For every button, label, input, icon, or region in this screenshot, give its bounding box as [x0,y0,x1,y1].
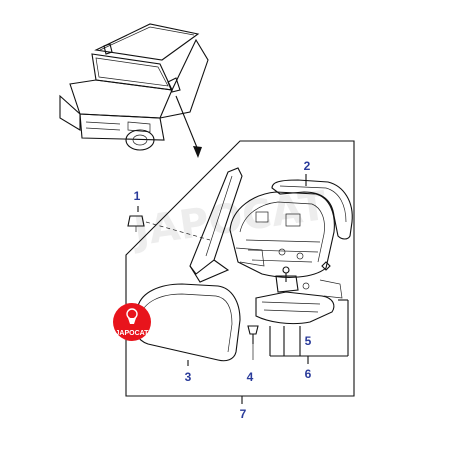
logo-text: JAPOCAT [116,330,150,337]
leader-lines [187,174,349,404]
screw-part-4 [247,325,259,360]
mirror-base-bracket [189,167,243,283]
callout-2: 2 [304,159,311,173]
mirror-housing [229,191,335,278]
lamp-fasteners [282,261,331,282]
callout-7: 7 [240,407,247,421]
japocat-logo: JAPOCAT [113,303,151,341]
callout-6: 6 [305,367,312,381]
screw-part-1 [127,206,211,241]
mirror-glass [271,179,353,240]
vehicle-illustration [59,23,209,151]
callout-3: 3 [185,370,192,384]
callout-5: 5 [305,334,312,348]
side-turn-lamp [255,275,343,325]
callout-4: 4 [247,370,254,384]
detail-arrow [175,95,202,158]
assembly-frame [125,140,355,397]
callout-1: 1 [134,189,141,203]
